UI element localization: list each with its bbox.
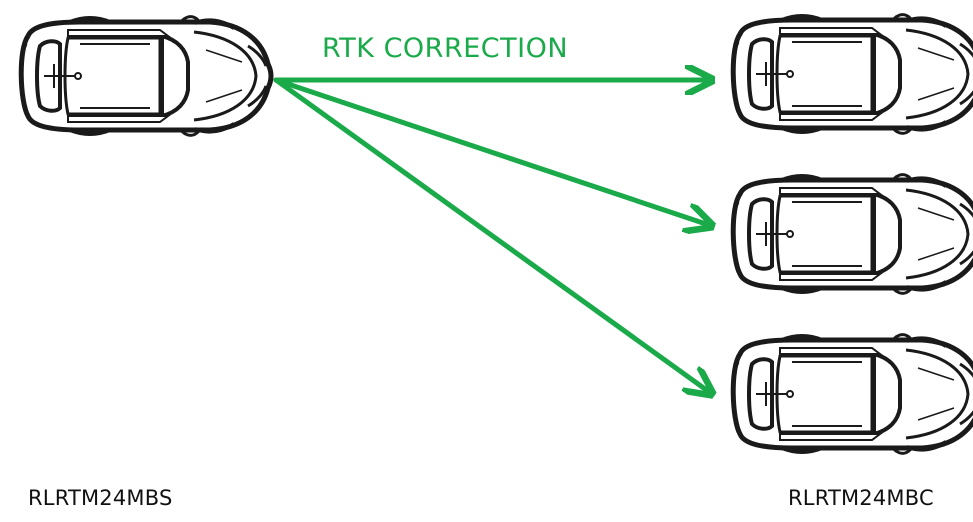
arrow-to-rover-3 (273, 77, 712, 394)
rover-label: RLRTM24MBC (788, 486, 934, 510)
rover-car-3-icon (733, 335, 973, 454)
base-car-icon (21, 17, 271, 136)
title-label: RTK CORRECTION (322, 33, 569, 64)
base-label: RLRTM24MBS (28, 486, 173, 510)
rover-car-2-icon (733, 175, 973, 294)
arrow-to-rover-2 (273, 77, 712, 226)
rover-car-1-icon (733, 15, 973, 134)
